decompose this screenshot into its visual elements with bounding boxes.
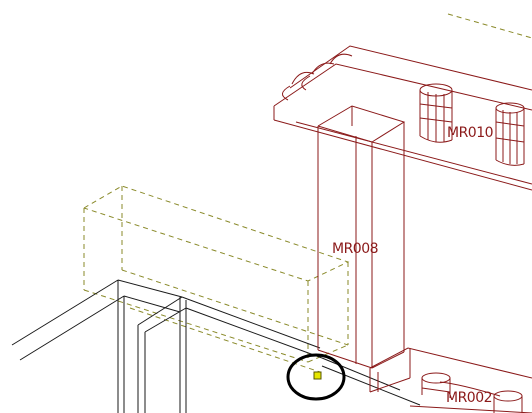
beam-upper-MR010[interactable] <box>273 45 532 191</box>
dashed-preview-geometry <box>83 13 532 373</box>
column-MR008[interactable] <box>317 105 406 369</box>
selection-circle-icon <box>286 353 346 401</box>
beam-lower-MR002[interactable] <box>369 347 532 413</box>
column-label: MR008 <box>332 241 378 257</box>
existing-structure-edges <box>11 279 421 413</box>
beam-lower-label: MR002 <box>446 390 492 406</box>
beam-upper-label: MR010 <box>447 125 493 141</box>
snap-indicator[interactable] <box>286 353 346 401</box>
snap-point-icon[interactable] <box>313 371 322 380</box>
